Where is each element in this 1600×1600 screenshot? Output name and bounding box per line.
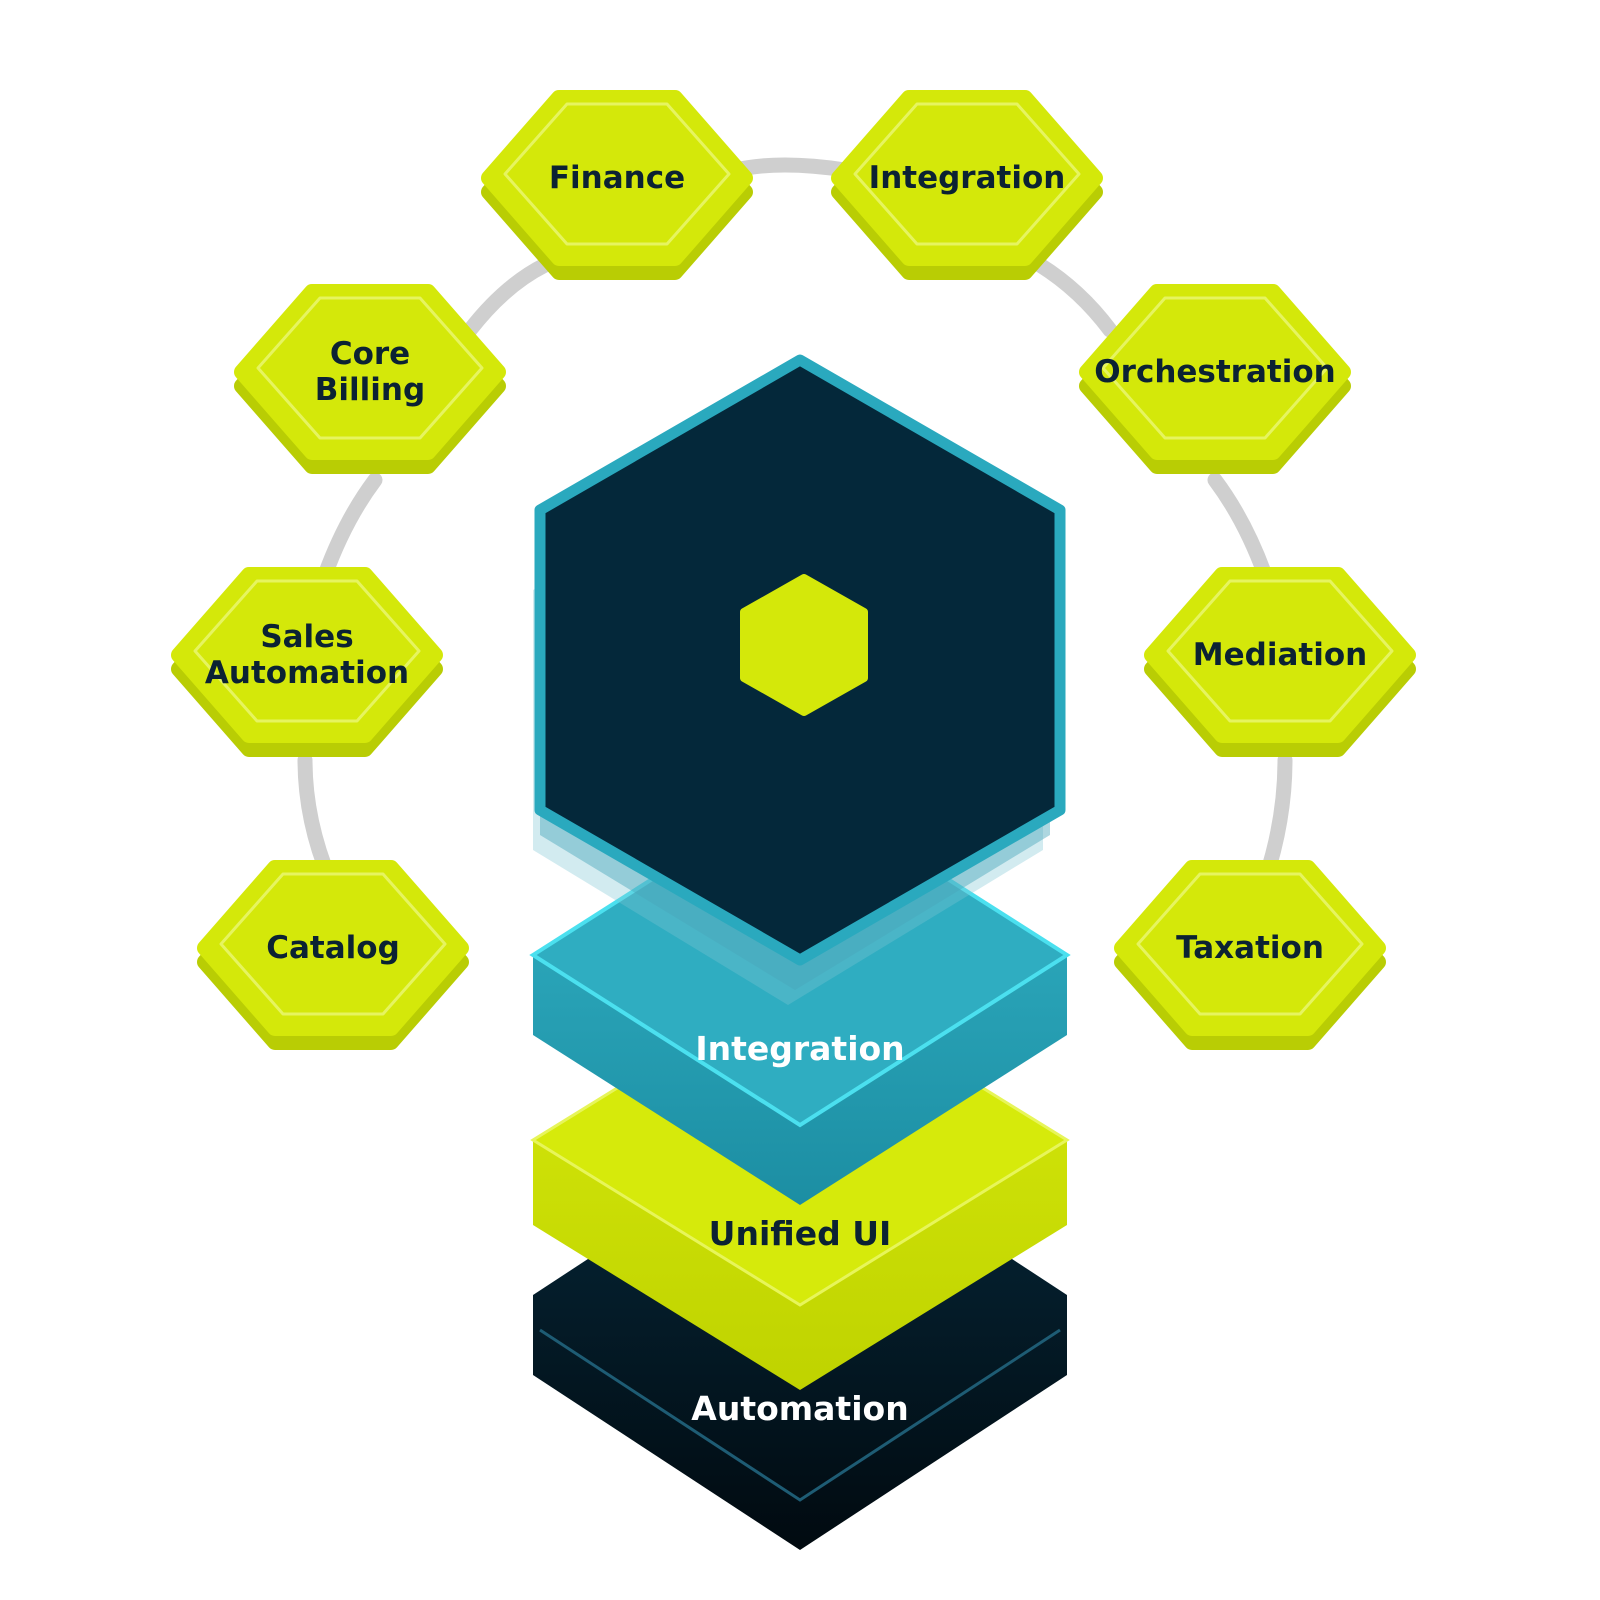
platform-stack: Automation Unified UI Integration [529, 354, 1071, 1550]
connector-line [727, 157, 853, 178]
node-label: Finance [549, 160, 685, 196]
connector-line [462, 257, 553, 338]
hexagon-logo-icon [740, 574, 868, 716]
node-highlight [1101, 296, 1329, 440]
layer-integration-label: Integration [695, 1029, 904, 1068]
node-finance: Finance [481, 90, 753, 280]
node-highlight [1166, 579, 1394, 723]
node-label: Taxation [1176, 930, 1324, 966]
node-highlight [193, 579, 421, 723]
node-label: Integration [869, 160, 1066, 196]
node-orchestration: Orchestration [1079, 284, 1351, 474]
node-highlight [853, 102, 1081, 246]
node-integration: Integration [831, 90, 1103, 280]
node-label: Core [330, 336, 410, 372]
layer-automation-label: Automation [691, 1389, 908, 1428]
node-hexagon [171, 567, 443, 743]
layer-unified-label: Unified UI [709, 1214, 892, 1253]
node-highlight [219, 872, 447, 1016]
node-label: Mediation [1193, 637, 1367, 673]
layer-automation-outline [539, 1328, 1061, 1502]
connector-line [1207, 472, 1273, 583]
node-taxation: Taxation [1114, 860, 1386, 1050]
connector-line [317, 472, 383, 583]
node-highlight [256, 296, 484, 440]
core-platform-hexagon [534, 354, 1066, 966]
node-hexagon [234, 284, 506, 460]
node-highlight [503, 102, 731, 246]
node-hexagon [197, 860, 469, 1036]
node-hexagon [481, 90, 753, 266]
node-hexagon [1114, 860, 1386, 1036]
node-mediation: Mediation [1144, 567, 1416, 757]
node-hexagon [831, 90, 1103, 266]
node-label: Billing [315, 372, 425, 408]
node-highlight [1136, 872, 1364, 1016]
node-label: Catalog [266, 930, 400, 966]
node-label: Orchestration [1094, 354, 1335, 390]
node-hexagon [1144, 567, 1416, 743]
node-label: Sales [260, 619, 353, 655]
connector-ring [297, 157, 1293, 888]
node-hexagon [1079, 284, 1351, 460]
node-label: Automation [205, 655, 409, 691]
node-catalog: Catalog [197, 860, 469, 1050]
connector-line [1032, 257, 1118, 338]
